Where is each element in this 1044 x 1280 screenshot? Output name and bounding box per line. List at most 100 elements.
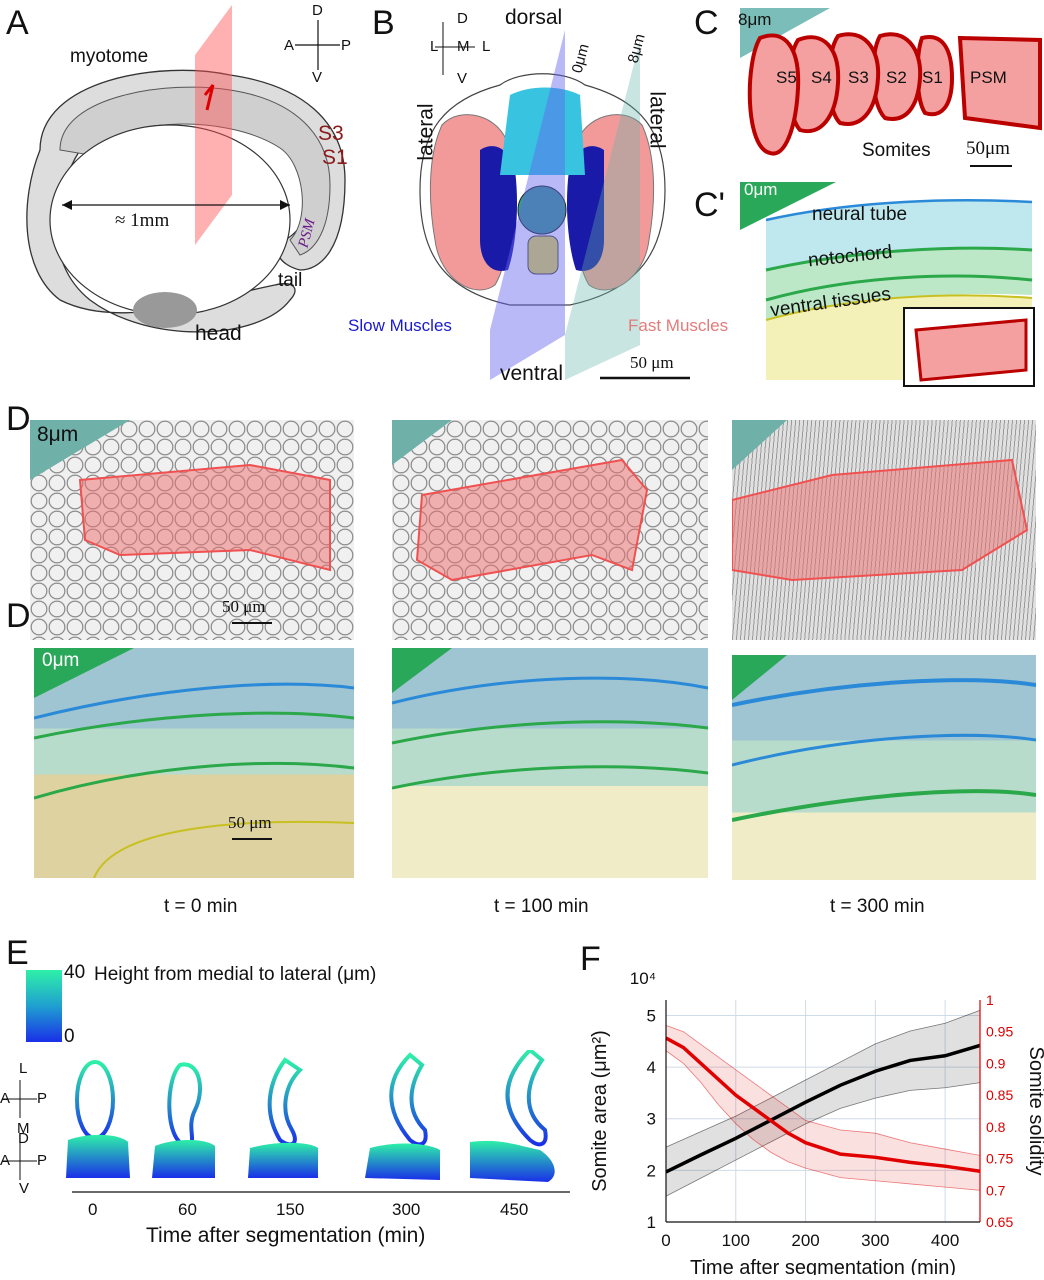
axis-v: V <box>312 69 323 86</box>
tick-e-450: 450 <box>500 1200 529 1219</box>
ytick-right-0: 0.65 <box>986 1214 1013 1230</box>
label-c-s1: S1 <box>922 68 943 87</box>
label-d-depth: 8μm <box>37 423 79 446</box>
micrograph-dp-t0 <box>34 648 354 878</box>
notochord <box>517 185 567 235</box>
eye-region <box>133 292 197 328</box>
xtick-2: 200 <box>791 1231 819 1250</box>
section-plane <box>195 5 232 245</box>
chart-ylabel-right: Somite solidity <box>1025 1047 1044 1176</box>
label-c-somites: Somites <box>862 140 931 161</box>
embryo-diagram <box>26 5 346 333</box>
chevron-mark <box>203 84 215 111</box>
ytick-left-2: 3 <box>647 1110 656 1129</box>
axis-e-d: D <box>18 1130 29 1147</box>
ytick-left-0: 1 <box>647 1213 656 1232</box>
shape-side-60 <box>152 1140 215 1178</box>
yolk <box>49 124 291 316</box>
xtick-0: 0 <box>661 1231 670 1250</box>
tick-e-0: 0 <box>88 1200 98 1219</box>
label-s3: S3 <box>318 122 344 145</box>
ytick-left-1: 2 <box>647 1161 656 1180</box>
tissue-layer-diagram <box>740 182 1035 387</box>
label-cp-depth: 0μm <box>744 180 778 199</box>
shape-top-300 <box>389 1052 428 1147</box>
micrograph-d-t100 <box>392 420 708 640</box>
shape-top-0 <box>75 1060 115 1140</box>
plane-8um <box>565 40 640 380</box>
scale-bar-d <box>232 622 272 624</box>
time-label-0: t = 0 min <box>164 896 238 917</box>
scale-label-b: 50 μm <box>630 353 674 372</box>
inset-somites <box>914 318 1028 382</box>
axis-e-p2: P <box>37 1152 48 1169</box>
label-neural-tube: neural tube <box>812 204 908 225</box>
axis-a: A <box>284 37 295 54</box>
notochord-layer <box>766 248 1032 320</box>
ytick-right-2: 0.75 <box>986 1151 1013 1167</box>
label-c-s5: S5 <box>776 68 797 87</box>
colorbar-max: 40 <box>64 962 86 983</box>
shape-side-300 <box>365 1143 440 1180</box>
scale-label-d: 50 μm <box>222 597 266 616</box>
label-c-psm: PSM <box>970 68 1007 87</box>
label-slow-muscles: Slow Muscles <box>348 316 452 335</box>
panel-label-a: A <box>6 4 29 42</box>
axis-b-l2: L <box>482 38 491 55</box>
label-myotome: myotome <box>70 46 149 67</box>
xtick-4: 400 <box>931 1231 959 1250</box>
shape-top-150 <box>267 1057 304 1147</box>
ytick-right-3: 0.8 <box>986 1119 1006 1135</box>
label-c-s3: S3 <box>848 68 869 87</box>
plane-0um <box>490 30 565 380</box>
panel-label-c: C <box>694 4 719 42</box>
xtick-1: 100 <box>722 1231 750 1250</box>
cross-section-diagram <box>419 22 690 380</box>
label-s1: S1 <box>322 146 348 169</box>
scale-label-dp: 50 μm <box>228 813 272 832</box>
shape-top-60 <box>167 1062 202 1148</box>
shape-side-150 <box>248 1142 318 1178</box>
chart-left-multiplier: 10⁴ <box>630 969 656 988</box>
xlabel-e: Time after segmentation (min) <box>146 1224 426 1247</box>
scale-label-c: 50μm <box>966 138 1010 159</box>
ytick-left-3: 4 <box>647 1058 656 1077</box>
panel-label-e: E <box>6 934 29 972</box>
axis-b-d: D <box>457 10 468 27</box>
axis-d: D <box>312 2 323 19</box>
axis-e-v: V <box>19 1180 30 1197</box>
axis-b-l1: L <box>430 38 439 55</box>
time-label-100: t = 100 min <box>494 896 589 917</box>
panel-label-b: B <box>372 4 395 42</box>
label-dp-depth: 0μm <box>42 650 80 671</box>
label-head: head <box>195 322 242 345</box>
somite-shapes <box>3 1050 570 1193</box>
ytick-right-6: 0.95 <box>986 1024 1013 1040</box>
micrograph-dp-t300 <box>732 655 1036 880</box>
panel-label-f: F <box>580 940 601 978</box>
label-tail: tail <box>278 270 303 291</box>
depth-wedge-0 <box>740 182 836 230</box>
shape-top-450 <box>505 1050 548 1147</box>
panel-label-cp: C' <box>694 186 726 224</box>
myotome-band <box>59 86 331 256</box>
slow-muscle-left <box>480 146 518 271</box>
axis-p: P <box>341 37 352 54</box>
label-ventral: ventral <box>500 362 564 385</box>
somite-diagram <box>740 8 1042 167</box>
neural-tube <box>500 87 585 175</box>
ytick-left-4: 5 <box>647 1006 656 1025</box>
label-dorsal: dorsal <box>505 6 563 29</box>
axis-b-v: V <box>457 70 468 87</box>
colorbar <box>26 970 62 1042</box>
line-0 <box>665 1043 981 1174</box>
label-length: ≈ 1mm <box>115 210 170 231</box>
ventral-structure <box>527 235 559 275</box>
slow-muscle-right <box>566 146 604 271</box>
label-c-depth: 8μm <box>738 10 772 29</box>
xtick-3: 300 <box>861 1231 889 1250</box>
label-lateral-right: lateral <box>645 91 669 149</box>
scale-bar-dp <box>232 838 272 840</box>
time-label-300: t = 300 min <box>830 896 925 917</box>
shape-side-450 <box>470 1140 555 1182</box>
